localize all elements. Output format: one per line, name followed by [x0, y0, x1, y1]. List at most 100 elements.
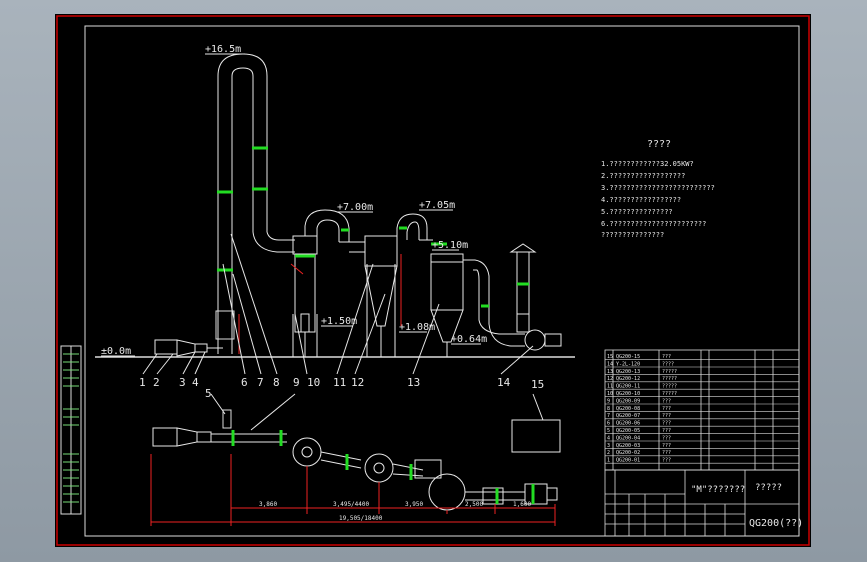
bom-cell: 7 — [607, 413, 610, 419]
bom-cell: 5 — [607, 428, 610, 434]
bom-cell: Y-2L-120 — [616, 361, 640, 367]
bom-cell: 1 — [607, 458, 610, 464]
callout-7: 7 — [257, 376, 264, 389]
elev-108: +1.08m — [399, 322, 435, 333]
bom-cell: ??? — [662, 398, 671, 404]
bom-cell: 9 — [607, 398, 610, 404]
bom-cell: QG200-06 — [616, 421, 640, 427]
bom-cell: QG200-09 — [616, 398, 640, 404]
bom-cell: QG200-01 — [616, 458, 640, 464]
callout-13: 13 — [407, 376, 420, 389]
red-dims — [238, 254, 402, 354]
bom-cell: 12 — [607, 376, 613, 382]
weld-marks — [217, 146, 529, 308]
drawing-name: ????? — [755, 483, 782, 493]
elev-510: +5.10m — [432, 240, 468, 251]
cyclone-2 — [364, 235, 398, 267]
bom-cell: QG200-04 — [616, 435, 640, 441]
bom-cell: ??? — [662, 421, 671, 427]
title-block: "M"??????? ????? QG200(??) — [604, 469, 803, 537]
elev-165: +16.5m — [205, 44, 241, 55]
bom-cell: QG200-08 — [616, 406, 640, 412]
bom-cell: ??? — [662, 435, 671, 441]
outer-border — [56, 15, 810, 546]
note-6: 6.??????????????????????? — [601, 220, 706, 228]
callout-1: 1 — [139, 376, 146, 389]
callout-9: 9 — [293, 376, 300, 389]
bom-cell: ????? — [662, 369, 677, 375]
bom-cell: QG200-10 — [616, 391, 640, 397]
elevation-flags — [101, 53, 481, 357]
elevation-view — [154, 53, 562, 357]
notes-title: ???? — [647, 139, 671, 150]
elevation-labels: +16.5m +7.00m +7.05m +5.10m +1.50m +1.08… — [101, 44, 487, 357]
bom-cell: ??? — [662, 406, 671, 412]
note-3: 3.????????????????????????? — [601, 184, 715, 192]
bom-cell: ??? — [662, 458, 671, 464]
dimension-texts: 3,860 3,495/4400 3,950 2,500 1,600 19,50… — [259, 501, 531, 522]
bom-cell: ???? — [662, 361, 674, 367]
note-2: 2.?????????????????? — [601, 172, 685, 180]
callout-3: 3 — [179, 376, 186, 389]
bom-cell: ??? — [662, 443, 671, 449]
bom-cell: QG200-12 — [616, 376, 640, 382]
bom-cell: ??? — [662, 413, 671, 419]
callout-4: 4 — [192, 376, 199, 389]
elev-700: +7.00m — [337, 202, 373, 213]
blower — [154, 339, 178, 355]
bom-cell: ??? — [662, 450, 671, 456]
cyclone-1 — [294, 253, 316, 333]
bom-cell: ????? — [662, 391, 677, 397]
dim-5: 1,600 — [513, 501, 531, 508]
part-15-box — [511, 419, 561, 453]
dim-total: 19,505/18400 — [339, 515, 383, 522]
bom-cell: QG200-11 — [616, 384, 640, 390]
bom-cell: ????? — [662, 376, 677, 382]
bom-cell: QG200-07 — [616, 413, 640, 419]
inner-border — [84, 25, 800, 537]
note-1: 1.????????????32.05KW? — [601, 160, 694, 168]
callout-10: 10 — [307, 376, 320, 389]
plan-weld-marks — [231, 430, 535, 504]
callout-11: 11 — [333, 376, 346, 389]
bom-cell: 6 — [607, 421, 610, 427]
callout-6: 6 — [241, 376, 248, 389]
bom-cell: QG200-15 — [616, 354, 640, 360]
callout-15: 15 — [531, 378, 544, 391]
bom-cell: 10 — [607, 391, 613, 397]
drawing-code: QG200(??) — [749, 518, 803, 529]
callout-leaders — [142, 233, 544, 431]
elev-064: +0.64m — [451, 334, 487, 345]
bom-cell: QG200-02 — [616, 450, 640, 456]
bom-cell: 11 — [607, 384, 613, 390]
elev-000: ±0.0m — [101, 346, 131, 357]
dim-2: 3,495/4400 — [333, 501, 370, 508]
drawing-canvas: +16.5m +7.00m +7.05m +5.10m +1.50m +1.08… — [56, 15, 810, 546]
dim-4: 2,500 — [465, 501, 483, 508]
callout-numbers: 1 2 3 4 6 7 8 9 10 11 12 13 14 5 15 — [139, 376, 544, 400]
dim-1: 3,860 — [259, 501, 277, 508]
bom-cell: 8 — [607, 406, 610, 412]
bom-cell: ????? — [662, 384, 677, 390]
note-5: 5.??????????????? — [601, 208, 673, 216]
bom-cell: 2 — [607, 450, 610, 456]
technical-notes: ???? 1.????????????32.05KW? 2.??????????… — [601, 139, 715, 239]
callout-5: 5 — [205, 387, 212, 400]
callout-2: 2 — [153, 376, 160, 389]
drawing-type: "M"??????? — [691, 485, 745, 495]
drawing-sheet: +16.5m +7.00m +7.05m +5.10m +1.50m +1.08… — [55, 14, 811, 547]
bom-cell: ??? — [662, 354, 671, 360]
elev-150: +1.50m — [321, 316, 357, 327]
chimney — [516, 251, 530, 333]
bom-cell: 14 — [607, 361, 613, 367]
dim-3: 3,950 — [405, 501, 423, 508]
callout-8: 8 — [273, 376, 280, 389]
bom-cell: QG200-13 — [616, 369, 640, 375]
dimension-chain — [150, 454, 556, 526]
fan — [524, 329, 546, 351]
bom-cell: QG200-05 — [616, 428, 640, 434]
callout-12: 12 — [351, 376, 364, 389]
